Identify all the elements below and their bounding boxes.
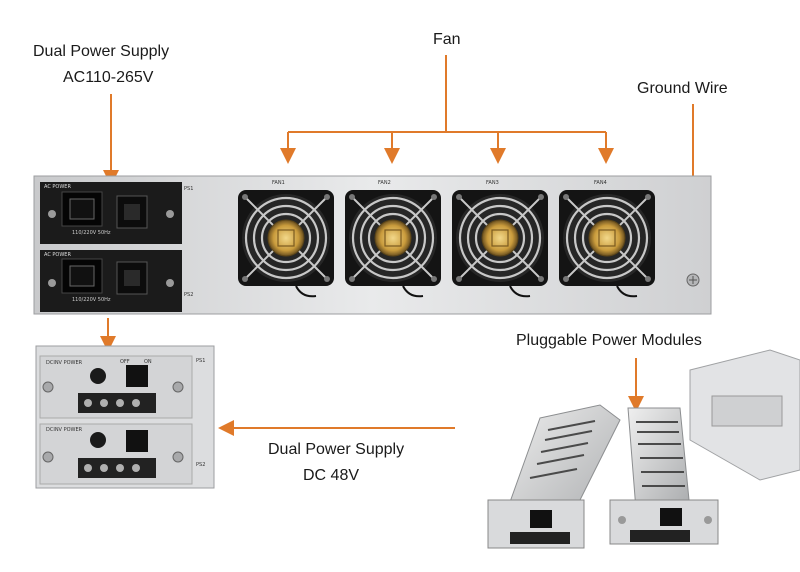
dc-power-panel bbox=[35, 345, 215, 489]
pluggable-modules-label: Pluggable Power Modules bbox=[516, 332, 702, 349]
ac-supply-label-line2: AC110-265V bbox=[63, 69, 154, 86]
dc-ps2-label: PS2 bbox=[196, 462, 206, 468]
fan-1 bbox=[238, 190, 334, 298]
fan2-label: FAN2 bbox=[378, 180, 391, 186]
dc-supply-label-line1: Dual Power Supply bbox=[268, 441, 405, 458]
annotation-arrows bbox=[100, 55, 701, 436]
dc-supply-label-line2: DC 48V bbox=[303, 467, 360, 484]
ac-power-module-2 bbox=[40, 250, 182, 312]
fan-group bbox=[238, 190, 655, 298]
fan4-label: FAN4 bbox=[594, 180, 607, 186]
ac-supply-label-line1: Dual Power Supply bbox=[33, 43, 170, 60]
ac-module-2-title: AC POWER bbox=[44, 252, 71, 258]
ac-module-1-title: AC POWER bbox=[44, 184, 71, 190]
ground-wire-label: Ground Wire bbox=[637, 80, 728, 97]
ac-module-2-rating: 110/220V 50Hz bbox=[72, 297, 111, 303]
ps2-label: PS2 bbox=[184, 292, 194, 298]
pluggable-power-modules bbox=[487, 349, 800, 549]
fan1-label: FAN1 bbox=[272, 180, 285, 186]
fan-4 bbox=[559, 190, 655, 298]
dc-ps1-label: PS1 bbox=[196, 358, 206, 364]
dc-module-1-title: DCINV POWER bbox=[46, 360, 83, 366]
dc-module-2-title: DCINV POWER bbox=[46, 427, 83, 433]
ps1-label: PS1 bbox=[184, 186, 194, 192]
dc-off-label: OFF bbox=[120, 359, 130, 365]
fan-3 bbox=[452, 190, 548, 298]
fan-label: Fan bbox=[433, 31, 461, 48]
fan-2 bbox=[345, 190, 441, 298]
dc-on-label: ON bbox=[144, 359, 152, 365]
ac-power-module-1 bbox=[40, 182, 182, 244]
fan3-label: FAN3 bbox=[486, 180, 499, 186]
ac-module-1-rating: 110/220V 50Hz bbox=[72, 230, 111, 236]
